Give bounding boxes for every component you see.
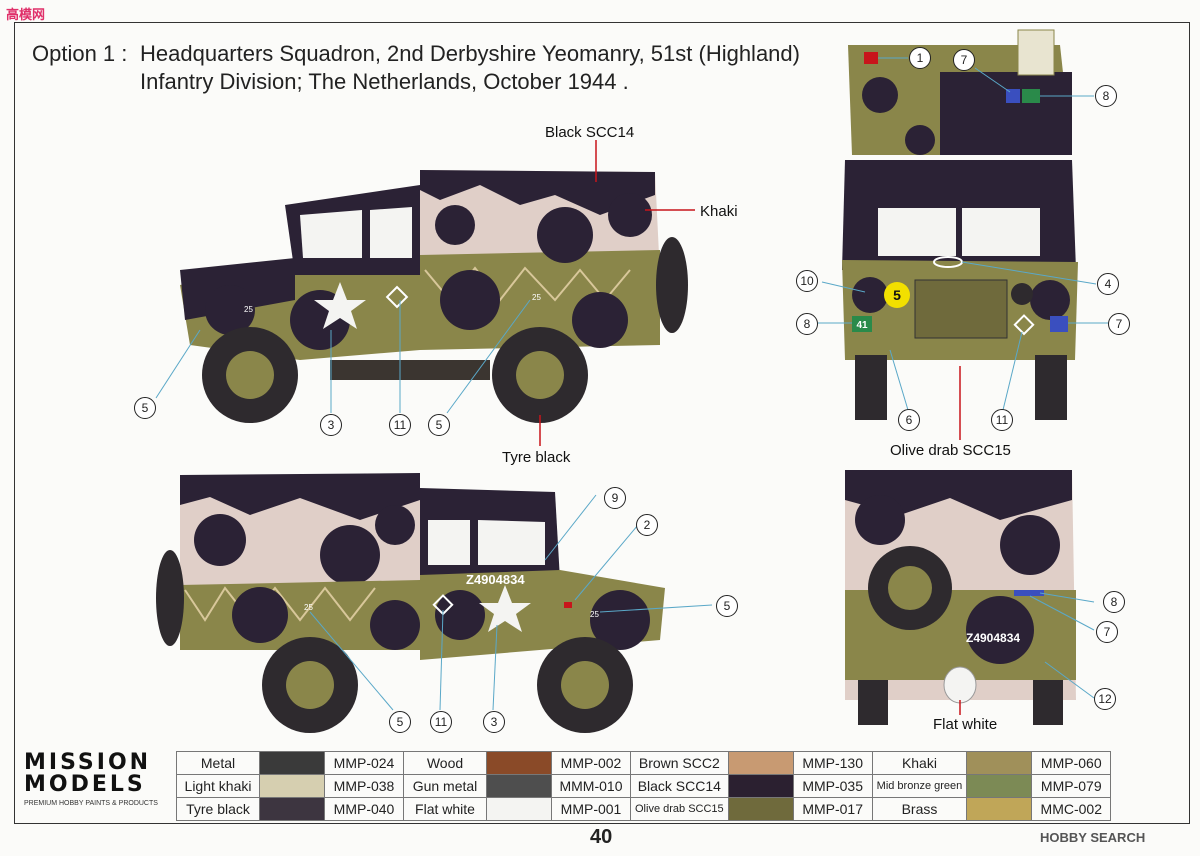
paint-code: MMP-038	[324, 774, 404, 798]
paint-code: MMP-079	[1031, 774, 1112, 798]
callout-5: 5	[428, 414, 450, 436]
callout-10: 10	[796, 270, 818, 292]
palette-row: Tyre black MMP-040 Flat white MMP-001 Ol…	[176, 797, 1112, 821]
paint-palette-table: Metal MMP-024 Wood MMP-002 Brown SCC2 MM…	[176, 751, 1112, 821]
callout-6: 6	[898, 409, 920, 431]
rear-serial: Z4904834	[966, 631, 1020, 645]
brand-tagline: PREMIUM HOBBY PAINTS & PRODUCTS	[24, 800, 158, 807]
paint-name: Tyre black	[176, 797, 260, 821]
truck-left-side-view: 25 25	[155, 140, 695, 446]
brand-line2: MODELS	[24, 772, 146, 797]
callout-11: 11	[389, 414, 411, 436]
paint-name: Brass	[871, 797, 968, 821]
palette-row: Metal MMP-024 Wood MMP-002 Brown SCC2 MM…	[176, 751, 1112, 775]
paint-swatch	[727, 774, 794, 798]
paint-swatch	[727, 797, 794, 821]
paint-name: Mid bronze green	[871, 774, 968, 798]
label-flat-white: Flat white	[933, 716, 998, 733]
paint-name: Flat white	[403, 797, 487, 821]
callout-8: 8	[796, 313, 818, 335]
callout-3: 3	[320, 414, 342, 436]
callout-4: 4	[1097, 273, 1119, 295]
vehicle-serial: Z4904834	[466, 572, 525, 587]
watermark-logo: 高模网	[6, 7, 46, 22]
paint-swatch	[966, 774, 1033, 798]
paint-name: Khaki	[871, 751, 968, 775]
paint-code: MMP-002	[551, 751, 631, 775]
page-number: 40	[590, 826, 613, 848]
paint-name: Olive drab SCC15	[630, 797, 729, 821]
unit-number-25: 25	[244, 305, 253, 314]
option-title-line2: Infantry Division; The Netherlands, Octo…	[140, 69, 629, 94]
callout-8: 8	[1103, 591, 1125, 613]
paint-name: Wood	[403, 751, 487, 775]
paint-name: Light khaki	[176, 774, 260, 798]
paint-code: MMP-001	[551, 797, 631, 821]
callout-1: 1	[909, 47, 931, 69]
unit-number-25: 25	[590, 610, 599, 619]
label-tyre-black: Tyre black	[502, 449, 571, 466]
callout-12: 12	[1094, 688, 1116, 710]
paint-swatch	[486, 797, 552, 821]
paint-swatch	[966, 797, 1033, 821]
paint-code: MMC-002	[1031, 797, 1112, 821]
mission-models-logo: MISSION MODELS PREMIUM HOBBY PAINTS & PR…	[24, 750, 174, 808]
paint-swatch	[259, 774, 325, 798]
truck-front-view: 5 41	[818, 160, 1108, 440]
callout-7: 7	[1096, 621, 1118, 643]
paint-name: Black SCC14	[630, 774, 729, 798]
truck-top-view	[848, 29, 1094, 155]
truck-right-side-view: Z4904834 25 25	[156, 473, 713, 733]
callout-8: 8	[1095, 85, 1117, 107]
paint-code: MMM-010	[551, 774, 631, 798]
hobby-search-watermark: HOBBY SEARCH	[1040, 830, 1146, 845]
paint-code: MMP-024	[324, 751, 404, 775]
label-black-scc14: Black SCC14	[545, 124, 635, 141]
callout-11: 11	[430, 711, 452, 733]
callout-2: 2	[636, 514, 658, 536]
callout-3: 3	[483, 711, 505, 733]
unit-sign-41: 41	[856, 320, 868, 331]
page-frame	[14, 22, 1190, 824]
paint-code: MMP-130	[792, 751, 873, 775]
paint-code: MMP-040	[324, 797, 404, 821]
callout-5: 5	[389, 711, 411, 733]
paint-code: MMP-017	[792, 797, 873, 821]
paint-code: MMP-035	[792, 774, 873, 798]
callout-5: 5	[716, 595, 738, 617]
paint-name: Brown SCC2	[630, 751, 729, 775]
unit-number-25: 25	[304, 603, 313, 612]
label-khaki: Khaki	[700, 203, 738, 220]
paint-code: MMP-060	[1031, 751, 1112, 775]
paint-name: Gun metal	[403, 774, 487, 798]
paint-swatch	[259, 751, 325, 775]
palette-row: Light khaki MMP-038 Gun metal MMM-010 Bl…	[176, 774, 1112, 798]
option-label: Option 1 :	[32, 41, 128, 66]
paint-swatch	[486, 774, 552, 798]
truck-rear-view: Z4904834	[845, 470, 1095, 725]
paint-swatch	[727, 751, 794, 775]
option-title-line1: Headquarters Squadron, 2nd Derbyshire Ye…	[140, 41, 800, 66]
paint-name: Metal	[176, 751, 260, 775]
brand-line1: MISSION	[24, 750, 152, 775]
callout-5: 5	[134, 397, 156, 419]
callout-7: 7	[1108, 313, 1130, 335]
callout-7: 7	[953, 49, 975, 71]
unit-number-25: 25	[532, 293, 541, 302]
bridge-plate-5: 5	[893, 287, 901, 303]
label-olive-drab: Olive drab SCC15	[890, 442, 1011, 459]
paint-swatch	[966, 751, 1033, 775]
callout-11: 11	[991, 409, 1013, 431]
paint-swatch	[486, 751, 552, 775]
paint-swatch	[259, 797, 325, 821]
callout-9: 9	[604, 487, 626, 509]
